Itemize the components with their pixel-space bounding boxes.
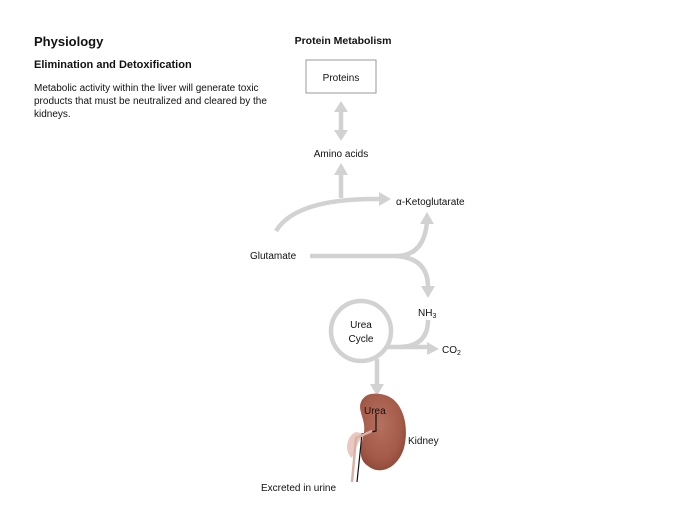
kidney-label: Kidney — [408, 436, 439, 447]
urea-cycle-circle — [328, 298, 394, 364]
nh3-label: NH3 — [418, 308, 436, 320]
urea-cycle-label-line2: Cycle — [348, 334, 373, 345]
amino-acids-label: Amino acids — [314, 149, 368, 160]
glutamate-to-ketoglutarate-arrow — [274, 192, 391, 233]
proteins-box — [305, 59, 377, 94]
to-amino-acids-arrow — [334, 163, 348, 198]
diagram-heading: Protein Metabolism — [295, 35, 392, 47]
urea-to-kidney-arrow — [370, 359, 384, 396]
co2-label: CO2 — [442, 345, 461, 357]
urea-label: Urea — [364, 406, 386, 417]
page-title: Physiology — [34, 34, 104, 49]
nh3-co2-flow — [386, 319, 439, 355]
proteins-amino-double-arrow — [334, 101, 348, 141]
ketoglutarate-label: α-Ketoglutarate — [396, 197, 465, 208]
excreted-label: Excreted in urine — [261, 483, 336, 494]
section-subtitle: Elimination and Detoxification — [34, 59, 192, 71]
glutamate-flow-arrows — [310, 212, 435, 298]
urea-cycle-label-line1: Urea — [350, 320, 372, 331]
kidney-illustration — [347, 393, 406, 483]
description-text: Metabolic activity within the liver will… — [34, 83, 267, 120]
proteins-label: Proteins — [323, 73, 360, 84]
glutamate-label: Glutamate — [250, 251, 297, 262]
